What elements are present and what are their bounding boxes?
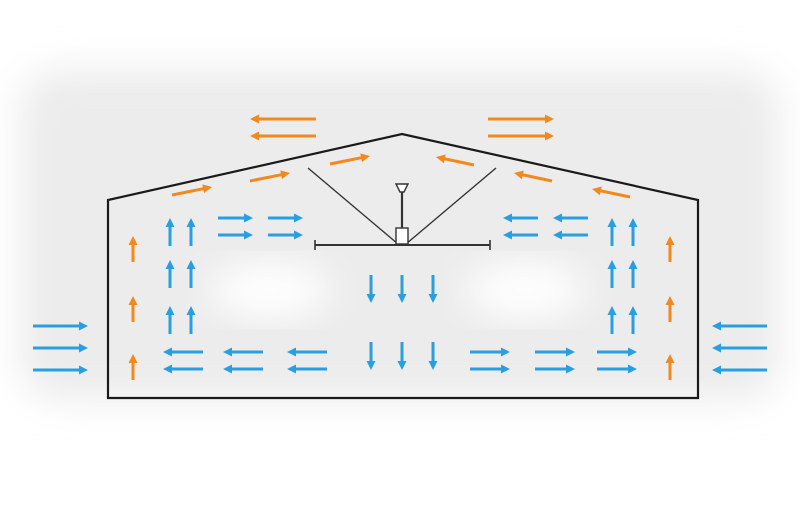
right-loop-rising-arrow-4 xyxy=(628,260,638,288)
top-left-return-arrow-1 xyxy=(218,213,253,223)
left-loop-rising-arrow-1 xyxy=(165,218,175,246)
fan-downdraft-arrow-1 xyxy=(366,275,376,303)
outside-left-incoming-arrow-1 xyxy=(33,321,88,331)
right-loop-rising-arrow-2 xyxy=(628,218,638,246)
top-right-return-arrow-1 xyxy=(503,213,538,223)
outside-left-incoming-arrow-3 xyxy=(33,365,88,375)
outside-left-incoming-arrow-2 xyxy=(33,343,88,353)
roof-left-exhaust-arrow-2 xyxy=(250,131,316,141)
fan-suspension-cable-left xyxy=(307,167,399,245)
floor-right-outflow-arrow-1 xyxy=(470,347,510,357)
right-loop-rising-arrow-1 xyxy=(607,218,617,246)
fan-downdraft-arrow-5 xyxy=(397,342,407,370)
floor-right-outflow-arrow-3 xyxy=(535,347,575,357)
wall-left-rising-arrow-3 xyxy=(128,354,138,380)
under-roof-right-rising-arrow-1 xyxy=(592,186,631,199)
floor-right-outflow-arrow-2 xyxy=(470,364,510,374)
wall-right-rising-arrow-3 xyxy=(665,354,675,380)
wall-right-rising-arrow-1 xyxy=(665,236,675,262)
roof-right-exhaust-arrow-1 xyxy=(488,114,554,124)
floor-right-outflow-arrow-5 xyxy=(597,347,637,357)
roof-right-exhaust-arrow-2 xyxy=(488,131,554,141)
wall-left-rising-arrow-1 xyxy=(128,236,138,262)
outside-right-incoming-arrow-2 xyxy=(712,343,767,353)
ceiling-fan xyxy=(307,167,497,250)
fan-downdraft-arrow-3 xyxy=(428,275,438,303)
fan-downdraft-arrow-4 xyxy=(366,342,376,370)
outside-right-incoming-arrow-3 xyxy=(712,365,767,375)
top-left-return-arrow-2 xyxy=(218,230,253,240)
wall-left-rising-arrow-2 xyxy=(128,296,138,322)
haze-clear-right xyxy=(465,262,585,318)
left-loop-rising-arrow-3 xyxy=(165,260,175,288)
floor-left-outflow-arrow-3 xyxy=(223,347,263,357)
haze-clear-left xyxy=(210,262,330,318)
under-roof-right-rising-arrow-2 xyxy=(514,170,553,183)
wall-right-rising-arrow-2 xyxy=(665,296,675,322)
under-roof-left-rising-arrow-2 xyxy=(249,170,290,183)
floor-right-outflow-arrow-4 xyxy=(535,364,575,374)
floor-left-outflow-arrow-4 xyxy=(223,364,263,374)
fan-downdraft-arrow-2 xyxy=(397,275,407,303)
floor-left-outflow-arrow-2 xyxy=(163,364,203,374)
floor-left-outflow-arrow-5 xyxy=(287,347,327,357)
right-loop-rising-arrow-6 xyxy=(628,306,638,334)
fan-downdraft-arrow-6 xyxy=(428,342,438,370)
fan-mount-bracket xyxy=(394,183,410,193)
airflow-arrows xyxy=(33,114,767,380)
floor-left-outflow-arrow-6 xyxy=(287,364,327,374)
left-loop-rising-arrow-5 xyxy=(165,306,175,334)
floor-left-outflow-arrow-1 xyxy=(163,347,203,357)
under-roof-left-rising-arrow-3 xyxy=(329,153,370,166)
top-right-return-arrow-3 xyxy=(553,213,588,223)
top-left-return-arrow-4 xyxy=(268,230,303,240)
under-roof-right-rising-arrow-3 xyxy=(436,154,475,167)
outside-right-incoming-arrow-1 xyxy=(712,321,767,331)
fan-suspension-cable-right xyxy=(405,167,497,245)
fan-motor xyxy=(395,227,409,245)
roof-left-exhaust-arrow-1 xyxy=(250,114,316,124)
top-left-return-arrow-3 xyxy=(268,213,303,223)
left-loop-rising-arrow-2 xyxy=(186,218,196,246)
right-loop-rising-arrow-3 xyxy=(607,260,617,288)
building-outline xyxy=(106,132,700,400)
under-roof-left-rising-arrow-1 xyxy=(171,184,212,197)
left-loop-rising-arrow-4 xyxy=(186,260,196,288)
top-right-return-arrow-4 xyxy=(553,230,588,240)
right-loop-rising-arrow-5 xyxy=(607,306,617,334)
top-right-return-arrow-2 xyxy=(503,230,538,240)
floor-right-outflow-arrow-6 xyxy=(597,364,637,374)
left-loop-rising-arrow-6 xyxy=(186,306,196,334)
